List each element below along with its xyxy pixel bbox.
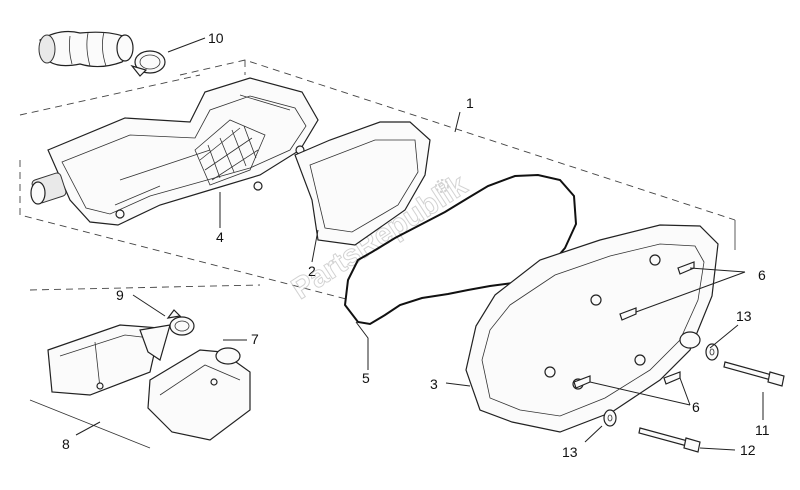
callout-9: 9	[116, 287, 124, 303]
intake-snorkel	[47, 324, 251, 441]
bolt-11	[723, 361, 785, 387]
callout-6-lower: 6	[692, 399, 700, 415]
filter-mesh	[194, 119, 266, 186]
callout-10: 10	[208, 30, 224, 46]
filter-housing	[30, 77, 319, 226]
washer-13-lower	[603, 409, 617, 427]
hose-clamp-10	[130, 50, 166, 77]
callout-13-upper: 13	[736, 308, 752, 324]
leader-lines	[75, 37, 764, 451]
gear-icon	[435, 179, 449, 193]
bolt-12	[638, 427, 701, 453]
outer-cover	[465, 224, 719, 433]
callouts: 10 1 4 2 6 9 13 7 5 3 6 11 8 13 12	[62, 30, 770, 460]
assembly-frame	[19, 59, 736, 449]
callout-7: 7	[251, 331, 259, 347]
callout-5: 5	[362, 370, 370, 386]
hose-clamp-9	[166, 309, 195, 336]
callout-3: 3	[430, 376, 438, 392]
callout-11: 11	[755, 422, 770, 438]
washer-13-upper	[705, 343, 719, 361]
callout-1: 1	[466, 95, 474, 111]
callout-8: 8	[62, 436, 70, 452]
callout-13-lower: 13	[562, 444, 578, 460]
callout-2: 2	[308, 263, 316, 279]
callout-4: 4	[216, 229, 224, 245]
callout-12: 12	[740, 442, 756, 458]
intake-duct	[38, 30, 134, 68]
callout-6-upper: 6	[758, 267, 766, 283]
cover-gasket	[343, 173, 578, 326]
filter-element	[294, 121, 431, 246]
